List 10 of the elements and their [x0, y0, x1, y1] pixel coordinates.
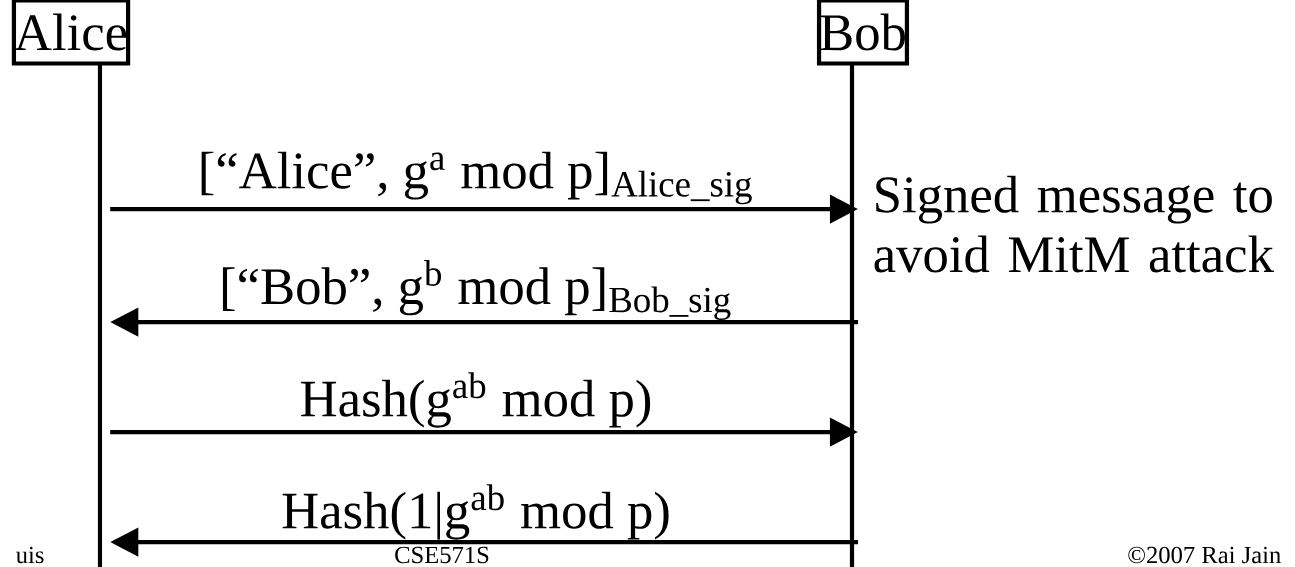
footer-text: CSE571S	[395, 546, 489, 564]
participant-box: Alice	[11, 0, 131, 66]
participant-box: Bob	[816, 0, 910, 66]
edge-label: Hash(g$^{ab}$ mod p)	[301, 372, 651, 428]
footer-text: uis	[16, 546, 44, 564]
edge-label: [“Bob”, g$^{b}$ mod p]$_{Bob_sig}$	[222, 259, 731, 321]
note-text: Signed message to avoid MitM attack	[874, 175, 1274, 273]
footer-text: ©2007 Rai Jain	[1128, 546, 1281, 564]
edge-label: Hash(1|g$^{ab}$ mod p)	[282, 484, 669, 540]
edge-label: [“Alice”, g$^{a}$ mod p]$_{Alice_sig}$	[201, 151, 752, 205]
